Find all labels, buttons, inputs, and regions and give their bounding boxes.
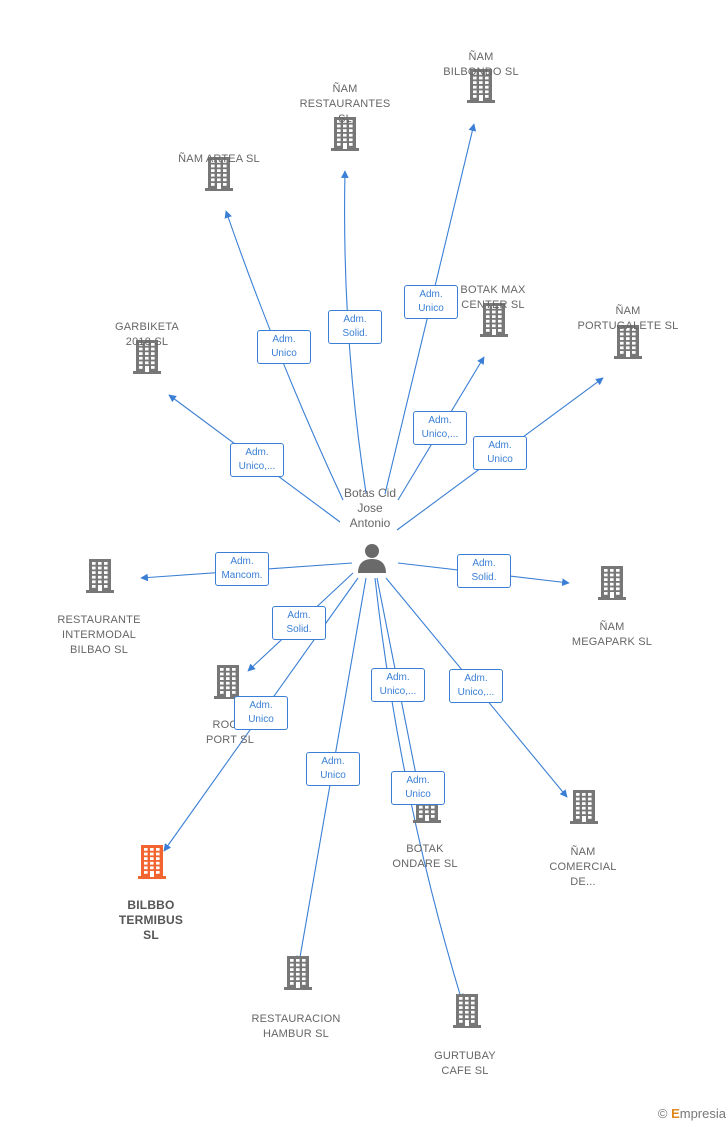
relation-label[interactable]: Adm. Unico,... bbox=[230, 443, 284, 477]
company-label[interactable]: ÑAM MEGAPARK SL bbox=[571, 621, 653, 648]
company-label[interactable]: GURTUBAY CAFE SL bbox=[434, 1050, 496, 1077]
brand-name: mpresia bbox=[679, 1106, 726, 1121]
building-icon[interactable] bbox=[138, 843, 166, 879]
building-icon[interactable] bbox=[133, 338, 161, 374]
relation-label[interactable]: Adm. Unico bbox=[306, 752, 360, 786]
company-label[interactable]: RESTAURANTE INTERMODAL BILBAO SL bbox=[57, 614, 141, 656]
company-label[interactable]: ÑAM COMERCIAL DE... bbox=[549, 846, 617, 888]
relation-label[interactable]: Adm. Unico,... bbox=[413, 411, 467, 445]
building-icon[interactable] bbox=[480, 301, 508, 337]
company-label[interactable]: GARBIKETA 2018 SL bbox=[115, 321, 179, 348]
building-icon[interactable] bbox=[214, 663, 242, 699]
company-label[interactable]: RESTAURACION HAMBUR SL bbox=[251, 1013, 341, 1040]
building-icon[interactable] bbox=[331, 115, 359, 151]
building-icon[interactable] bbox=[570, 788, 598, 824]
copyright-symbol: © bbox=[657, 1106, 668, 1121]
company-label[interactable]: BOTAK ONDARE SL bbox=[392, 843, 458, 870]
relation-label[interactable]: Adm. Unico bbox=[234, 696, 288, 730]
relation-label[interactable]: Adm. Solid. bbox=[457, 554, 511, 588]
relation-label[interactable]: Adm. Unico,... bbox=[449, 669, 503, 703]
relation-label[interactable]: Adm. Unico bbox=[391, 771, 445, 805]
building-icon[interactable] bbox=[284, 954, 312, 990]
brand-logo: © Empresia bbox=[658, 1106, 726, 1121]
company-label[interactable]: BOTAK MAX CENTER SL bbox=[460, 284, 526, 311]
relation-label[interactable]: Adm. Unico,... bbox=[371, 668, 425, 702]
relation-label[interactable]: Adm. Unico bbox=[257, 330, 311, 364]
building-icon[interactable] bbox=[614, 323, 642, 359]
relation-label[interactable]: Adm. Mancom. bbox=[215, 552, 269, 586]
company-label[interactable]: BILBBO TERMIBUS SL bbox=[118, 898, 184, 942]
company-label[interactable]: ÑAM BILBONDO SL bbox=[443, 51, 519, 78]
company-label[interactable]: ÑAM PORTUGALETE SL bbox=[577, 305, 679, 332]
relation-label[interactable]: Adm. Unico bbox=[404, 285, 458, 319]
building-icon[interactable] bbox=[598, 564, 626, 600]
building-icon[interactable] bbox=[453, 992, 481, 1028]
person-name[interactable]: Botas Cid Jose Antonio bbox=[343, 486, 397, 530]
person-icon[interactable] bbox=[356, 542, 388, 574]
relation-label[interactable]: Adm. Solid. bbox=[328, 310, 382, 344]
building-icon[interactable] bbox=[86, 557, 114, 593]
relation-label[interactable]: Adm. Solid. bbox=[272, 606, 326, 640]
brand-initial: E bbox=[671, 1106, 680, 1121]
relation-label[interactable]: Adm. Unico bbox=[473, 436, 527, 470]
building-icon[interactable] bbox=[467, 67, 495, 103]
building-icon[interactable] bbox=[205, 155, 233, 191]
company-label[interactable]: ÑAM RESTAURANTES SL bbox=[299, 83, 391, 125]
company-label[interactable]: ÑAM ARTEA SL bbox=[178, 153, 260, 165]
